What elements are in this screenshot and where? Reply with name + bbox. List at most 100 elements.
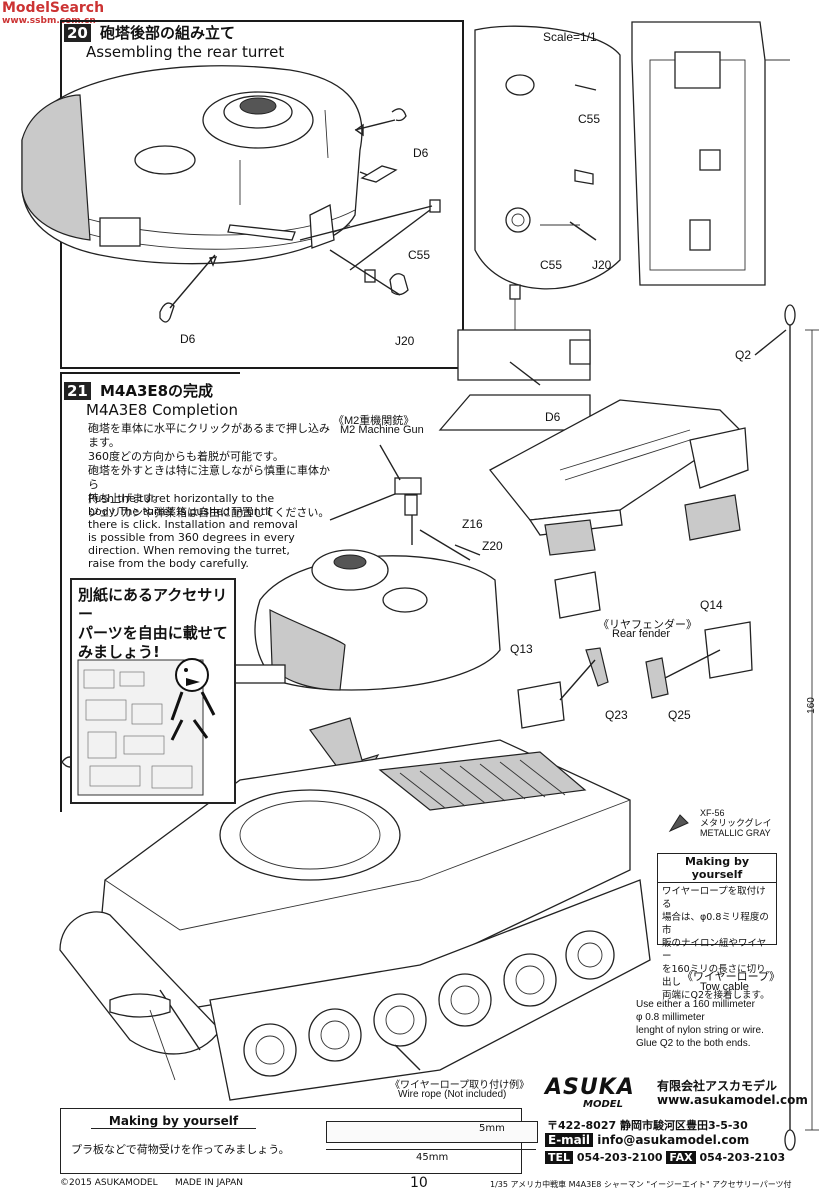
label-d6-upper: D6 xyxy=(413,146,429,160)
tow-en-line: lenght of nylon string or wire. xyxy=(636,1025,764,1036)
rear-turret-drawing xyxy=(21,65,363,265)
note-jp-line: 砲塔を車体に水平にクリックがあるまで押し込みます。 xyxy=(88,422,330,449)
page-number: 10 xyxy=(410,1175,428,1191)
dim-height: 5mm xyxy=(479,1123,505,1134)
accessory-promo-box: 別紙にあるアクセサリー パーツを自由に載せて みましょう! xyxy=(70,578,236,804)
company-fax: 054-203-2103 xyxy=(699,1151,786,1164)
hull-drawing xyxy=(59,739,651,1101)
wire-rope-label-en: Wire rope (Not included) xyxy=(398,1089,507,1100)
note-jp-line: 砲塔を外すときは特に注意しながら慎重に車体から xyxy=(88,464,330,491)
watermark-text: ModelSearch xyxy=(2,0,105,16)
note-en-line: is possible from 360 degrees in every xyxy=(88,531,295,544)
note-jp-line: 360度どの方向からも着脱が可能です。 xyxy=(88,450,284,463)
paint-code: XF-56 xyxy=(700,808,725,818)
paint-callout: XF-56 メタリックグレイ METALLIC GRAY xyxy=(700,808,772,838)
step20-title-jp: 砲塔後部の組み立て xyxy=(99,24,235,42)
label-c55-top: C55 xyxy=(578,112,601,126)
completion-turret xyxy=(199,529,501,691)
making-jp-line: 両端にQ2を接着します。 xyxy=(662,990,770,1001)
step21-notes-jp: 砲塔を車体に水平にクリックがあるまで押し込みます。 360度どの方向からも着脱が… xyxy=(88,422,338,520)
m2-label-jp: 《M2重機関銃》 xyxy=(333,415,415,427)
footer-copyright: ©2015 ASUKAMODEL xyxy=(60,1178,158,1188)
email-label: E-mail xyxy=(545,1133,594,1147)
step21-notes-en: Push the turret horizontally to the body… xyxy=(88,492,338,570)
label-d6-mid: D6 xyxy=(545,410,561,424)
rear-fender-label-jp: 《リヤフェンダー》 xyxy=(598,619,697,631)
rear-hull-detail xyxy=(438,284,591,431)
note-en-line: direction. When removing the turret, xyxy=(88,544,290,557)
cable-length-label: 160 xyxy=(805,697,817,714)
step21-number: 21 xyxy=(64,382,91,400)
promo-line: みましょう! xyxy=(78,643,160,661)
rear-deck-drawing xyxy=(489,399,749,556)
making-by-yourself-right: Making by yourself ワイヤーロープを取付ける 場合は、φ0.8… xyxy=(657,853,777,1001)
making-by-yourself-bottom: Making by yourself プラ板などで荷物受けを作ってみましょう。 … xyxy=(60,1108,538,1174)
label-j20-right: J20 xyxy=(592,258,612,272)
note-en-line: there is click. Installation and removal xyxy=(88,518,298,531)
step20-header: 20 砲塔後部の組み立て Assembling the rear turret xyxy=(64,22,284,61)
label-q14: Q14 xyxy=(700,598,723,612)
company-logo: ASUKA xyxy=(545,1075,635,1100)
rear-plate-view xyxy=(631,21,790,286)
scale-view-turret xyxy=(474,25,621,290)
dim-line xyxy=(326,1149,536,1150)
tow-en-line: φ 0.8 millimeter xyxy=(636,1012,705,1023)
watermark: ModelSearch www.ssbm.com.cn xyxy=(2,0,104,26)
note-en-line: body The turret is pushed in until xyxy=(88,505,272,518)
step21-title-en: M4A3E8 Completion xyxy=(86,401,238,419)
label-j20-left: J20 xyxy=(395,334,415,348)
company-email[interactable]: info@asukamodel.com xyxy=(597,1133,750,1147)
label-q2: Q2 xyxy=(735,348,752,362)
making-jp-line: ワイヤーロープを取付ける xyxy=(662,886,766,910)
paint-name-en: METALLIC GRAY xyxy=(700,828,771,838)
label-d6-lower: D6 xyxy=(180,332,196,346)
wire-rope-leader xyxy=(394,1044,421,1071)
tel-label: TEL xyxy=(545,1151,574,1164)
footer-made-in: MADE IN JAPAN xyxy=(175,1178,244,1188)
luggage-plate-drawing xyxy=(326,1121,538,1143)
step21-frame xyxy=(60,372,62,812)
tow-cable-label-jp: 《ワイヤーロープ》 xyxy=(682,971,781,983)
label-q13: Q13 xyxy=(510,642,533,656)
making-jp-line: 販のナイロン紐やワイヤー xyxy=(662,938,767,962)
step21-title-jp: M4A3E8の完成 xyxy=(99,382,214,400)
scale-label: Scale=1/1 xyxy=(543,30,597,44)
step21-header: 21 M4A3E8の完成 M4A3E8 Completion xyxy=(64,380,238,419)
promo-line: パーツを自由に載せて xyxy=(78,624,228,642)
making-right-text: ワイヤーロープを取付ける 場合は、φ0.8ミリ程度の市 販のナイロン紐やワイヤー… xyxy=(658,883,776,1004)
wire-rope-label-jp: 《ワイヤーロープ取り付け例》 xyxy=(390,1080,530,1091)
fax-label: FAX xyxy=(666,1151,696,1164)
label-q23: Q23 xyxy=(605,708,628,722)
rear-fender-label-en: Rear fender xyxy=(612,628,671,640)
m2-label-en: M2 Machine Gun xyxy=(340,424,424,436)
tow-en-line: Use either a 160 millimeter xyxy=(636,999,755,1010)
note-en-line: raise from the body carefully. xyxy=(88,557,249,570)
making-jp-line: 場合は、φ0.8ミリ程度の市 xyxy=(662,912,769,936)
accessory-sheet-illustration xyxy=(77,658,216,796)
company-tel: 054-203-2100 xyxy=(576,1151,663,1164)
paint-name-jp: メタリックグレイ xyxy=(700,818,772,828)
label-z16: Z16 xyxy=(462,517,483,531)
tow-en-line: Glue Q2 to the both ends. xyxy=(636,1038,751,1049)
dim-width: 45mm xyxy=(416,1152,449,1163)
making-right-title: Making by yourself xyxy=(658,854,776,883)
making-jp-line: を160ミリの長さに切り出し xyxy=(662,964,766,988)
note-jp-line: ジェリカンや弾薬箱は自由に配置してください。 xyxy=(88,506,330,519)
tow-cable-label-en: Tow cable xyxy=(700,981,749,993)
company-website[interactable]: www.asukamodel.com xyxy=(657,1093,808,1107)
step20-leaders xyxy=(159,108,441,323)
label-c55-left: C55 xyxy=(408,248,431,262)
label-q25: Q25 xyxy=(668,708,691,722)
making-bottom-text: プラ板などで荷物受けを作ってみましょう。 xyxy=(71,1143,290,1156)
making-bottom-title: Making by yourself xyxy=(91,1114,256,1129)
fender-pieces xyxy=(517,571,753,729)
footer-product-name: 1/35 アメリカ中戦車 M4A3E8 シャーマン "イージーエイト" アクセサ… xyxy=(490,1180,792,1189)
company-logo-sub: MODEL xyxy=(583,1099,623,1110)
company-phone-row: TEL 054-203-2100 FAX 054-203-2103 xyxy=(545,1151,785,1164)
step20-title-en: Assembling the rear turret xyxy=(86,43,285,61)
watermark-url: www.ssbm.com.cn xyxy=(2,16,96,26)
tow-cable-instructions: Use either a 160 millimeter φ 0.8 millim… xyxy=(636,998,764,1050)
brush-icon xyxy=(668,814,689,833)
